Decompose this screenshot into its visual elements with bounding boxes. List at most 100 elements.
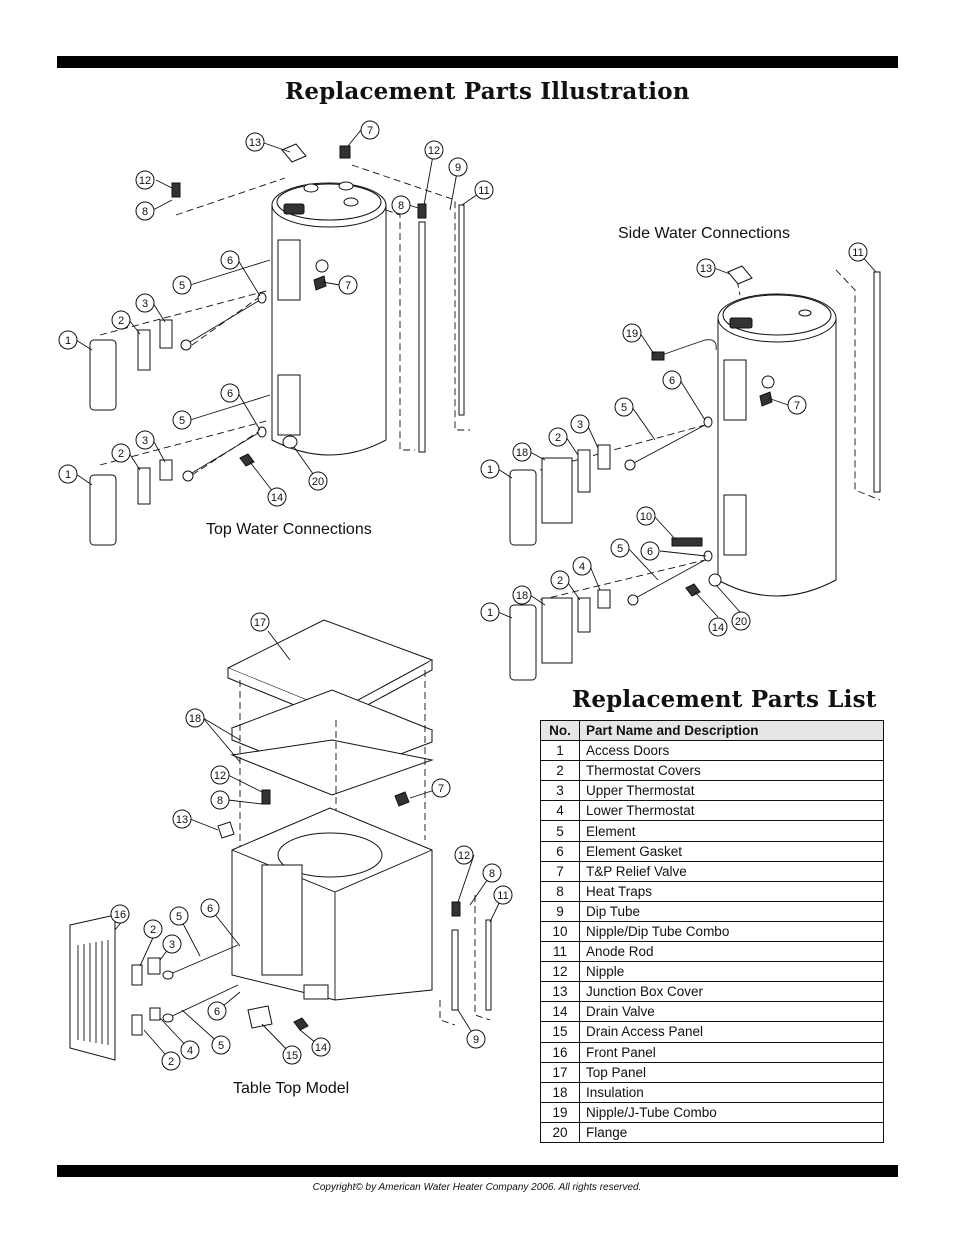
part-description: Front Panel: [579, 1041, 884, 1063]
svg-text:4: 4: [579, 561, 585, 573]
table-top-model: [69, 619, 492, 1061]
part-number: 9: [540, 900, 580, 922]
part-number: 18: [540, 1081, 580, 1103]
callout-leaders: [75, 129, 877, 1062]
part-description: Top Panel: [579, 1061, 884, 1083]
callout: 6: [200, 898, 220, 918]
svg-text:20: 20: [735, 616, 747, 628]
svg-text:7: 7: [438, 783, 444, 795]
svg-text:5: 5: [218, 1040, 224, 1052]
svg-text:2: 2: [168, 1056, 174, 1068]
callout: 6: [207, 1001, 227, 1021]
part-number: 19: [540, 1101, 580, 1123]
part-number: 2: [540, 760, 580, 782]
callouts-top-heater: 13 7 12 8 12 9 8 11 6 5 7 3 2 1 6 5 3 2 …: [58, 120, 494, 507]
callout: 11: [474, 180, 494, 200]
svg-text:2: 2: [118, 315, 124, 327]
part-description: Dip Tube: [579, 900, 884, 922]
part-description: Lower Thermostat: [579, 800, 884, 822]
callout: 5: [169, 906, 189, 926]
svg-text:6: 6: [647, 546, 653, 558]
callout: 13: [172, 809, 192, 829]
part-description: Drain Access Panel: [579, 1021, 884, 1043]
svg-text:11: 11: [497, 890, 508, 902]
svg-text:13: 13: [176, 814, 188, 826]
callout: 1: [58, 330, 78, 350]
svg-text:12: 12: [458, 850, 470, 862]
part-description: Heat Traps: [579, 880, 884, 902]
svg-text:8: 8: [217, 795, 223, 807]
svg-text:14: 14: [271, 492, 283, 504]
callouts-side-heater: 13 11 19 6 7 5 3 2 18 1 10 6 5 4 2 18 1 …: [480, 242, 868, 637]
callout: 20: [308, 471, 328, 491]
part-number: 8: [540, 880, 580, 902]
svg-text:17: 17: [254, 617, 266, 629]
callout: 5: [172, 410, 192, 430]
callout: 7: [431, 778, 451, 798]
svg-text:3: 3: [142, 435, 148, 447]
callout: 13: [696, 258, 716, 278]
callout: 19: [622, 323, 642, 343]
callout: 14: [708, 617, 728, 637]
callout: 7: [360, 120, 380, 140]
svg-text:7: 7: [367, 125, 373, 137]
part-number: 3: [540, 780, 580, 802]
callout: 6: [640, 541, 660, 561]
callout: 12: [454, 845, 474, 865]
side-connection-heater: [509, 265, 881, 681]
part-number: 6: [540, 840, 580, 862]
svg-text:5: 5: [179, 280, 185, 292]
part-number: 11: [540, 941, 580, 963]
part-number: 20: [540, 1121, 580, 1143]
svg-text:12: 12: [139, 175, 151, 187]
callout: 2: [550, 570, 570, 590]
callout: 3: [135, 293, 155, 313]
callout: 11: [493, 885, 513, 905]
svg-text:5: 5: [617, 543, 623, 555]
svg-text:9: 9: [473, 1034, 479, 1046]
part-number: 16: [540, 1041, 580, 1063]
svg-text:12: 12: [428, 145, 440, 157]
callout: 5: [610, 538, 630, 558]
top-rule: [57, 56, 898, 68]
callout: 7: [338, 275, 358, 295]
callout: 10: [636, 506, 656, 526]
svg-text:2: 2: [555, 432, 561, 444]
svg-text:1: 1: [65, 335, 71, 347]
svg-text:10: 10: [640, 511, 652, 523]
callout: 2: [161, 1051, 181, 1071]
callout: 20: [731, 611, 751, 631]
part-number: 17: [540, 1061, 580, 1083]
part-description: Junction Box Cover: [579, 981, 884, 1003]
part-description: Flange: [579, 1121, 884, 1143]
svg-text:9: 9: [455, 162, 461, 174]
svg-text:6: 6: [214, 1006, 220, 1018]
svg-text:6: 6: [669, 375, 675, 387]
callout: 18: [512, 442, 532, 462]
callout: 2: [111, 310, 131, 330]
callout: 4: [180, 1040, 200, 1060]
part-description: Nipple/Dip Tube Combo: [579, 920, 884, 943]
column-header-no: No.: [540, 719, 580, 742]
top-connection-heater: [89, 143, 470, 546]
svg-text:8: 8: [398, 200, 404, 212]
callout: 2: [548, 427, 568, 447]
svg-text:8: 8: [142, 206, 148, 218]
part-number: 15: [540, 1021, 580, 1043]
callout: 5: [172, 275, 192, 295]
callout: 12: [210, 765, 230, 785]
part-number: 4: [540, 800, 580, 822]
